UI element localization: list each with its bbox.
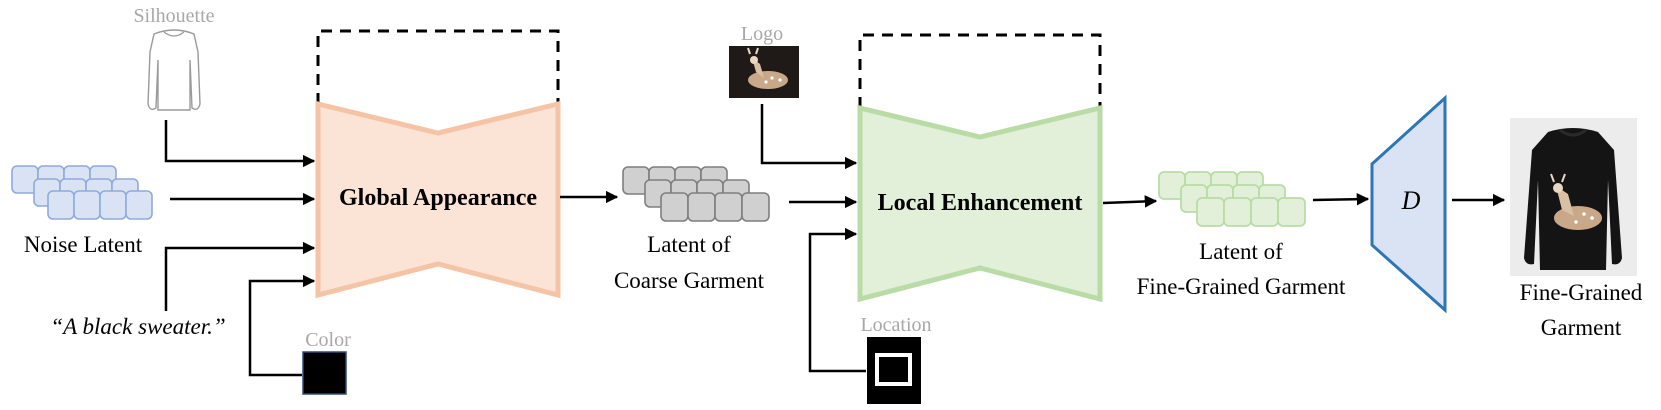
local-enhancement-module (857, 104, 1103, 303)
decoder-module (1370, 94, 1447, 314)
global-skip-connection (316, 29, 560, 104)
color-label: Color (305, 329, 351, 351)
location-mask (867, 337, 921, 404)
local-enhancement-label: Local Enhancement (878, 190, 1083, 216)
decoder-label: D (1401, 186, 1421, 215)
fine-latent-label-line1: Latent of (1199, 239, 1283, 264)
global-appearance-label: Global Appearance (339, 185, 537, 211)
location-label: Location (860, 314, 931, 336)
coarse-latent-label-line1: Latent of (647, 232, 731, 257)
arrow-fine-to-decoder (1312, 192, 1370, 206)
local-input-arrows (760, 104, 866, 373)
fine-latent-stack (1158, 171, 1306, 227)
logo-label: Logo (741, 23, 783, 45)
global-appearance-module (315, 100, 561, 299)
output-label-line1: Fine-Grained (1520, 280, 1643, 305)
logo-image (729, 46, 799, 98)
noise-latent-label: Noise Latent (24, 232, 143, 257)
output-garment-image (1510, 118, 1637, 276)
noise-latent-stack (11, 165, 153, 220)
local-skip-connection (858, 33, 1102, 108)
global-input-arrows (164, 120, 316, 377)
silhouette-label: Silhouette (133, 5, 214, 27)
text-prompt: “A black sweater.” (50, 314, 225, 339)
color-swatch (302, 351, 347, 395)
output-label-line2: Garment (1541, 315, 1622, 340)
silhouette-icon (147, 29, 201, 111)
coarse-latent-stack (622, 166, 770, 222)
coarse-latent-label-line2: Coarse Garment (614, 268, 765, 293)
fine-latent-label-line2: Fine-Grained Garment (1137, 274, 1346, 299)
arrow-local-to-fine (1102, 195, 1158, 208)
